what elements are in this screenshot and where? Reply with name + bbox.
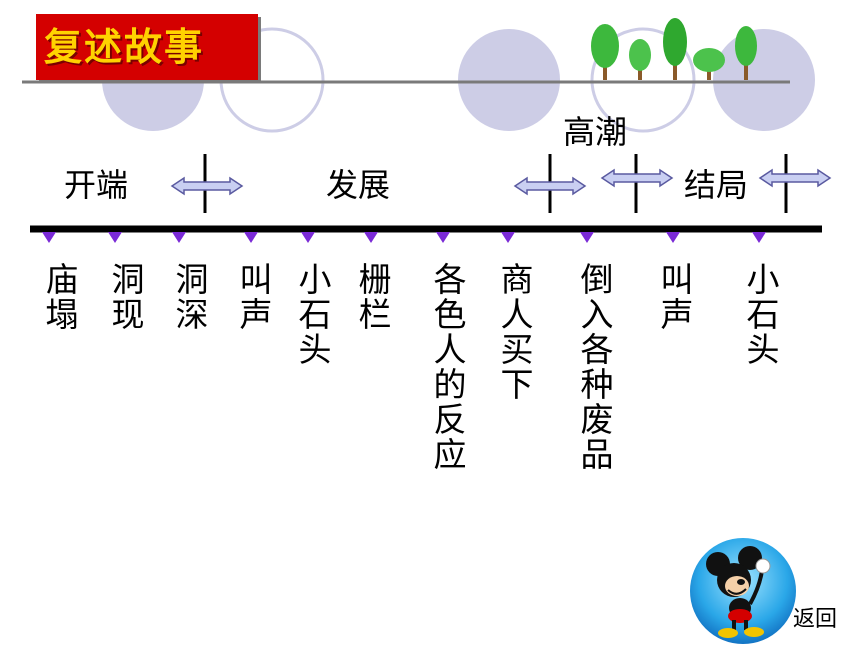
trees-icon [591, 18, 757, 80]
event-markers [42, 232, 766, 243]
event-marker [436, 232, 450, 243]
stage-opening-label: 开端 [64, 166, 129, 204]
event-label: 栅栏 [353, 262, 392, 332]
back-label[interactable]: 返回 [793, 607, 838, 632]
event-label: 各色人的反应 [428, 262, 467, 472]
double-arrow-icon [759, 169, 831, 187]
event-marker [364, 232, 378, 243]
event-label: 洞深 [170, 262, 209, 332]
event-label: 叫声 [655, 262, 694, 332]
event-label: 小石头 [741, 262, 780, 367]
deco-circle [458, 29, 560, 131]
stage-climax-label: 高潮 [563, 113, 628, 151]
title-banner [36, 14, 258, 80]
page-title: 复述故事 [44, 25, 205, 69]
deco-circle [713, 29, 815, 131]
back-button[interactable] [688, 536, 798, 646]
stage-development-label: 发展 [326, 166, 391, 204]
stage-ending-label: 结局 [684, 166, 749, 204]
event-marker [244, 232, 258, 243]
event-marker [172, 232, 186, 243]
event-label: 倒入各种废品 [575, 262, 614, 472]
mickey-mouse-icon [690, 538, 796, 644]
event-label: 叫声 [234, 262, 273, 332]
event-label: 商人买下 [495, 262, 534, 402]
double-arrow-icon [171, 177, 243, 195]
event-label: 小石头 [293, 262, 332, 367]
event-marker [108, 232, 122, 243]
event-marker [752, 232, 766, 243]
event-marker [666, 232, 680, 243]
event-label: 庙塌 [40, 262, 79, 332]
event-marker [580, 232, 594, 243]
story-timeline [30, 154, 831, 243]
event-marker [301, 232, 315, 243]
event-marker [501, 232, 515, 243]
event-label: 洞现 [106, 262, 145, 332]
event-marker [42, 232, 56, 243]
